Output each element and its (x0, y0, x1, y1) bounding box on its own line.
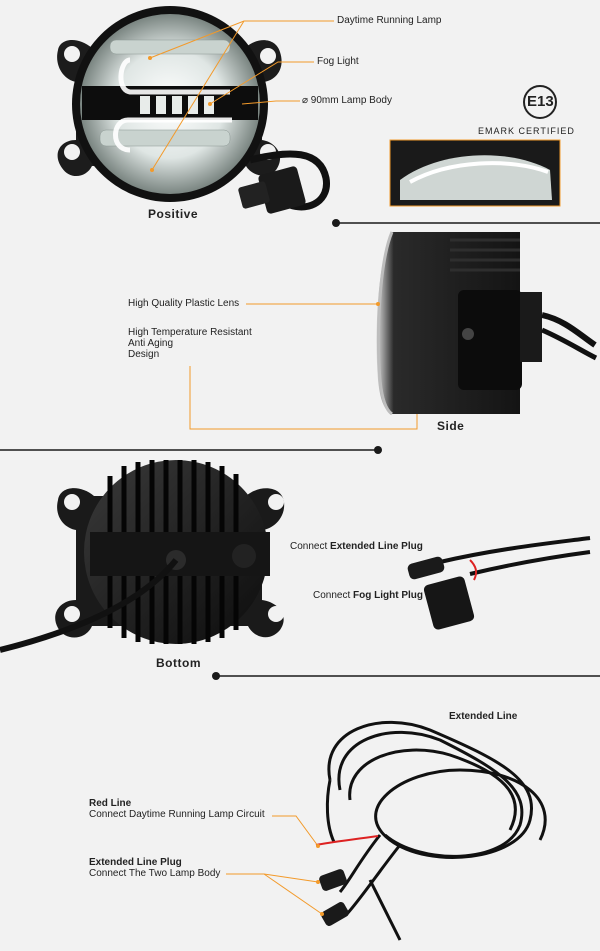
side-lamp-image (376, 231, 598, 416)
lens-detail-inset (389, 139, 561, 207)
lens-callout: High Quality Plastic Lens (128, 298, 240, 309)
divider-side (0, 446, 382, 454)
divider-positive (332, 219, 600, 227)
extended-line-image (325, 720, 547, 941)
side-title: Side (437, 419, 465, 433)
resistant-callout-1: High Temperature Resistant (128, 327, 252, 338)
fog-plug-prefix: Connect (313, 590, 354, 601)
lamp-body-callout: ⌀ 90mm Lamp Body (302, 95, 392, 106)
red-line-title: Red Line (89, 798, 132, 809)
extended-plug-prefix: Connect (290, 541, 331, 552)
positive-title: Positive (148, 207, 199, 221)
divider-bottom (212, 672, 600, 680)
fog-plug-bold: Fog Light Plug (353, 590, 424, 601)
extended-plug-title: Extended Line Plug (89, 857, 182, 868)
extended-plugs (319, 869, 349, 926)
emark-badge-text: E13 (527, 93, 554, 110)
extended-line-title: Extended Line (449, 711, 518, 722)
emark-label: EMARK CERTIFIED (478, 126, 575, 136)
drl-callout: Daytime Running Lamp (337, 15, 442, 26)
positive-callout-lines (149, 20, 334, 171)
resistant-callout-2: Anti Aging (128, 338, 174, 349)
extended-plug-callout: Connect Extended Line Plug (290, 541, 423, 553)
side-callout-lines (189, 303, 418, 430)
fog-plug-callout: Connect Fog Light Plug (313, 590, 423, 602)
extended-plug-desc: Connect The Two Lamp Body (89, 868, 221, 879)
resistant-callout-3: Design (128, 349, 160, 360)
fog-light-callout: Fog Light (317, 56, 359, 67)
front-lamp-image (57, 6, 330, 214)
extended-plug-bold: Extended Line Plug (330, 541, 423, 552)
bottom-title: Bottom (156, 656, 201, 670)
extended-callout-lines (226, 815, 323, 915)
emark-badge (523, 85, 557, 119)
red-line-desc: Connect Daytime Running Lamp Circuit (89, 809, 265, 820)
bottom-lamp-image (0, 460, 591, 653)
